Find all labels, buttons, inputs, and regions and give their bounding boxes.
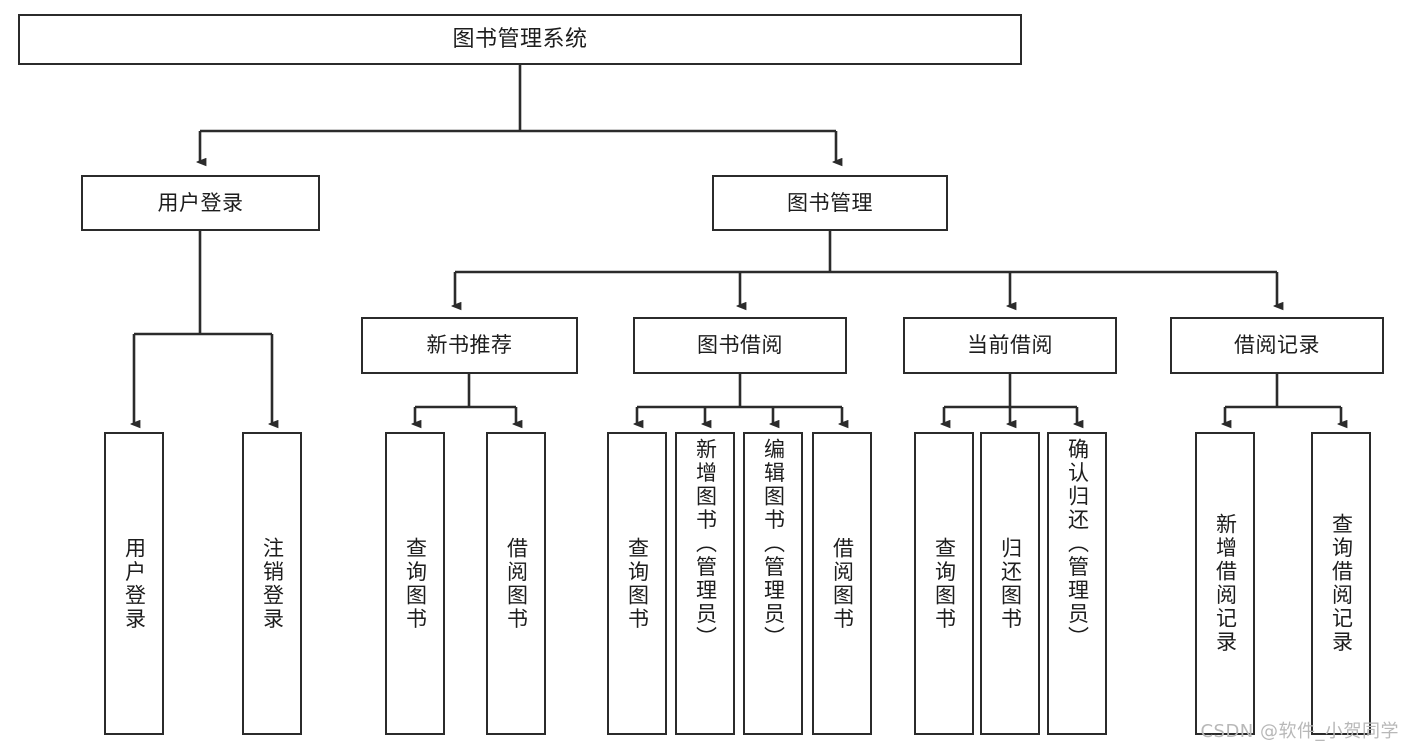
- watermark-text: CSDN @软件_小贺同学: [1200, 721, 1399, 742]
- leaf-borrow-book-2-label: 借阅图书: [830, 536, 855, 631]
- leaf-return-book-label: 归还图书: [998, 536, 1023, 631]
- leaf-query-book-1[interactable]: 查询图书: [385, 432, 445, 735]
- node-new-book-rec-label: 新书推荐: [426, 333, 513, 358]
- leaf-borrow-book-1[interactable]: 借阅图书: [486, 432, 546, 735]
- node-root[interactable]: 图书管理系统: [18, 14, 1022, 65]
- leaf-user-login[interactable]: 用户登录: [104, 432, 164, 735]
- leaf-query-book-1-label: 查询图书: [403, 536, 428, 631]
- node-book-manage-label: 图书管理: [787, 190, 873, 215]
- leaf-add-book[interactable]: 新增图书（管理员）: [675, 432, 735, 735]
- leaf-add-record[interactable]: 新增借阅记录: [1195, 432, 1255, 735]
- node-book-borrow-label: 图书借阅: [697, 333, 783, 358]
- node-user-login[interactable]: 用户登录: [81, 175, 320, 231]
- leaf-query-record[interactable]: 查询借阅记录: [1311, 432, 1371, 735]
- leaf-query-book-2[interactable]: 查询图书: [607, 432, 667, 735]
- node-current-borrow[interactable]: 当前借阅: [903, 317, 1117, 374]
- leaf-borrow-book-2[interactable]: 借阅图书: [812, 432, 872, 735]
- leaf-logout-label: 注销登录: [260, 536, 285, 631]
- leaf-return-book[interactable]: 归还图书: [980, 432, 1040, 735]
- leaf-confirm-return-label: 确认归还（管理员）: [1065, 438, 1090, 650]
- leaf-query-record-label: 查询借阅记录: [1329, 513, 1354, 654]
- leaf-edit-book[interactable]: 编辑图书（管理员）: [743, 432, 803, 735]
- leaf-add-record-label: 新增借阅记录: [1213, 513, 1238, 654]
- leaf-query-book-3[interactable]: 查询图书: [914, 432, 974, 735]
- leaf-user-login-label: 用户登录: [122, 536, 147, 631]
- leaf-add-book-label: 新增图书（管理员）: [693, 438, 718, 650]
- leaf-query-book-3-label: 查询图书: [932, 536, 957, 631]
- leaf-confirm-return[interactable]: 确认归还（管理员）: [1047, 432, 1107, 735]
- node-root-label: 图书管理系统: [452, 26, 588, 52]
- leaf-edit-book-label: 编辑图书（管理员）: [761, 438, 786, 650]
- node-borrow-record-label: 借阅记录: [1234, 333, 1320, 358]
- node-book-manage[interactable]: 图书管理: [712, 175, 948, 231]
- leaf-logout[interactable]: 注销登录: [242, 432, 302, 735]
- node-current-borrow-label: 当前借阅: [967, 333, 1053, 358]
- node-book-borrow[interactable]: 图书借阅: [633, 317, 847, 374]
- leaf-borrow-book-1-label: 借阅图书: [504, 536, 529, 631]
- leaf-query-book-2-label: 查询图书: [625, 536, 650, 631]
- node-borrow-record[interactable]: 借阅记录: [1170, 317, 1384, 374]
- node-new-book-rec[interactable]: 新书推荐: [361, 317, 578, 374]
- node-user-login-label: 用户登录: [157, 190, 244, 215]
